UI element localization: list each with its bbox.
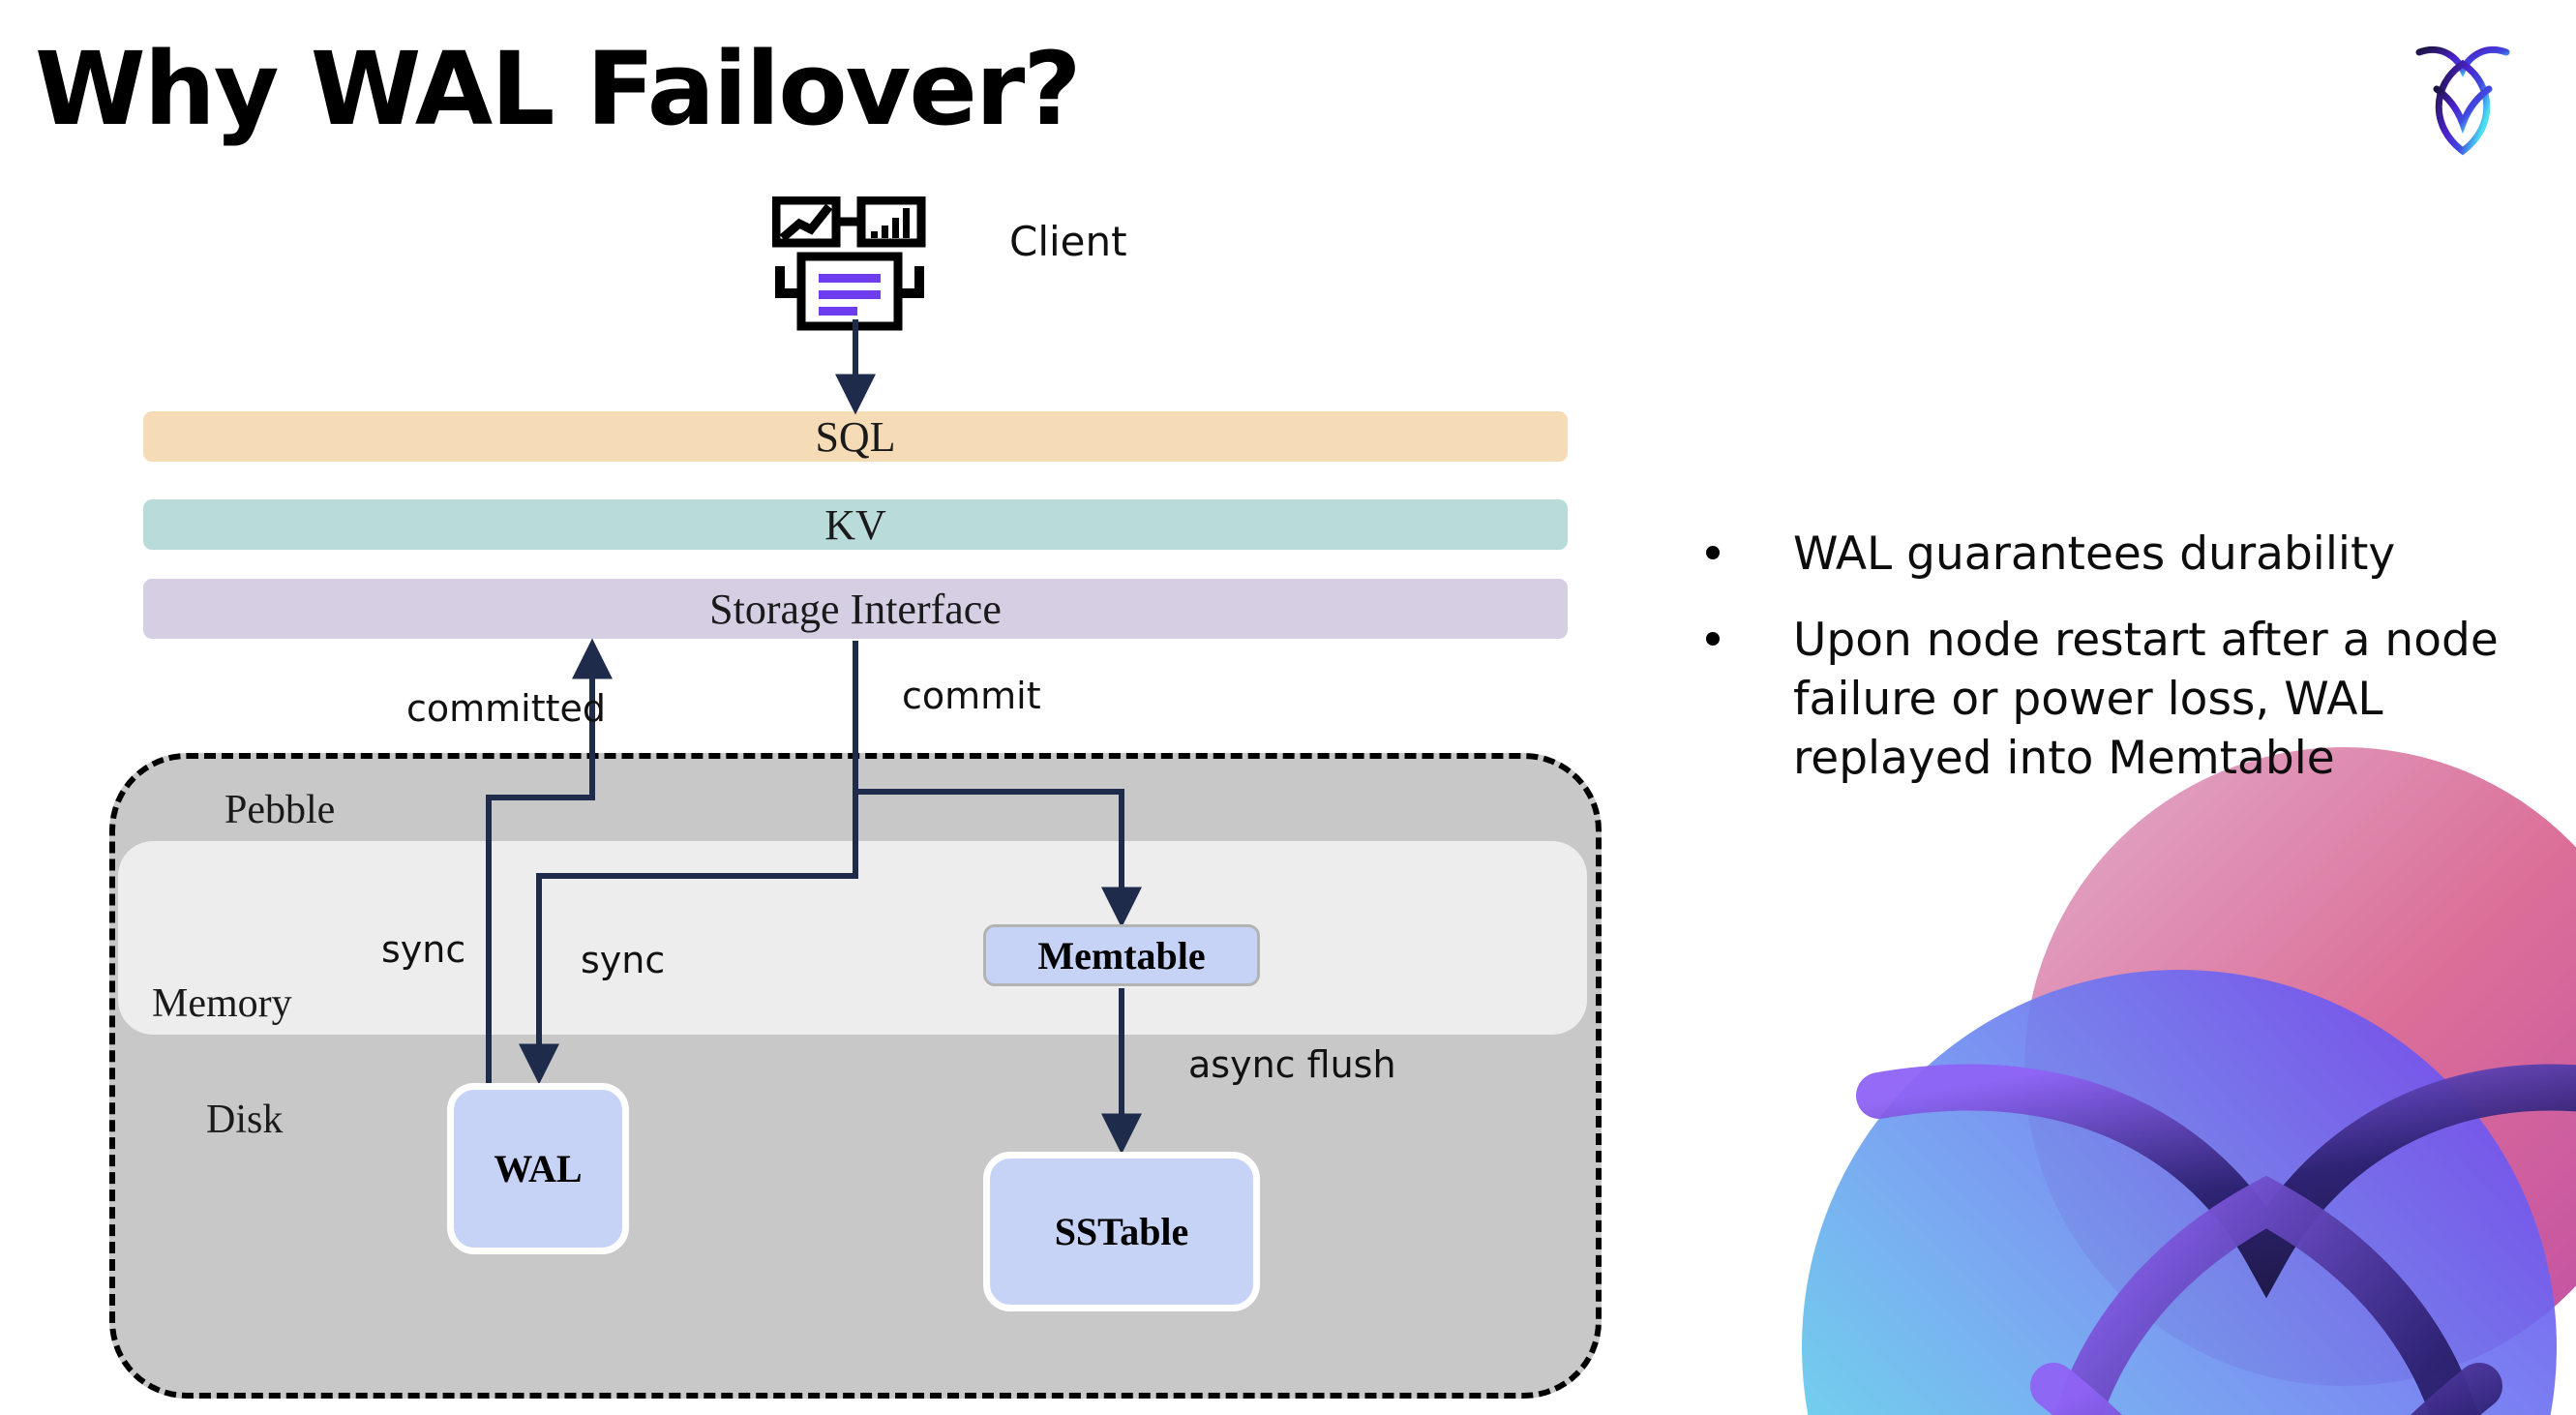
edge-label-sync-wal: sync [381,928,466,971]
client-label: Client [1009,218,1127,265]
wal-label: WAL [494,1147,583,1190]
memory-label: Memory [152,981,292,1026]
layer-bar-sql[interactable]: SQL [143,411,1568,462]
layer-bar-kv[interactable]: KV [143,499,1568,550]
bullet-dot-icon [1706,632,1720,647]
client-dashboard-icon [772,196,926,331]
pebble-label: Pebble [225,788,336,832]
cockroachdb-logo-icon [2415,45,2510,156]
wal-box[interactable]: WAL [447,1083,629,1254]
edge-label-sync-flush: sync [581,939,666,981]
layer-bar-storage-interface[interactable]: Storage Interface [143,579,1568,639]
bullet-text: Upon node restart after a node failure o… [1793,614,2499,786]
memory-region [118,841,1587,1035]
bullet-dot-icon [1706,546,1720,559]
edge-label-commit: commit [902,675,1041,717]
disk-label: Disk [206,1098,284,1142]
layer-bar-kv-label: KV [824,500,886,549]
page-title: Why WAL Failover? [35,30,1082,148]
memtable-label: Memtable [1037,933,1206,978]
sstable-box[interactable]: SSTable [983,1152,1260,1311]
sstable-label: SSTable [1054,1210,1189,1253]
memtable-box[interactable]: Memtable [983,924,1260,986]
layer-bar-storage-interface-label: Storage Interface [709,585,1002,633]
brand-watermark-graphic [1802,747,2576,1415]
edge-label-async-flush: async flush [1188,1043,1396,1086]
bullet-text: WAL guarantees durability [1793,527,2396,581]
bullet-list: WAL guarantees durability Upon node rest… [1706,525,2529,815]
list-item: WAL guarantees durability [1706,525,2529,584]
list-item: Upon node restart after a node failure o… [1706,611,2529,788]
edge-label-committed: committed [406,687,607,730]
layer-bar-sql-label: SQL [815,412,896,461]
